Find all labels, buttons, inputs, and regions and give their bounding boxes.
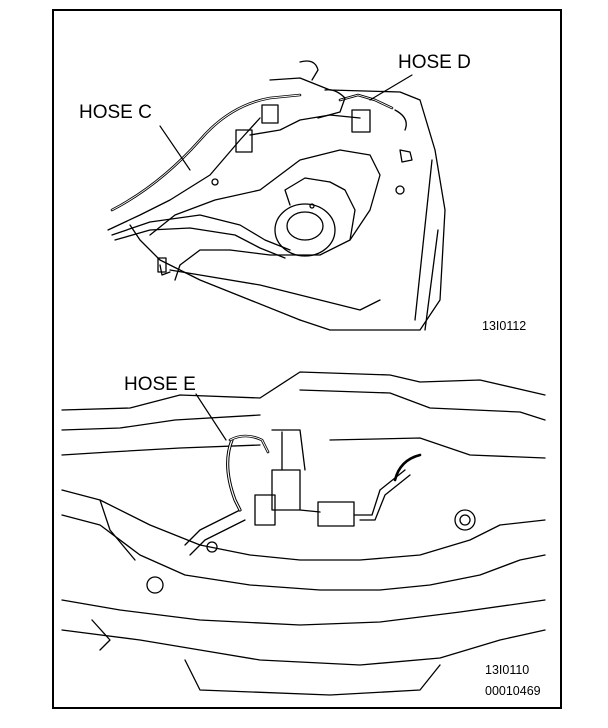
diagram-frame: [52, 9, 562, 709]
hose-e-label: HOSE E: [124, 374, 196, 395]
hose-d-label: HOSE D: [398, 52, 471, 73]
hose-c-label: HOSE C: [79, 102, 152, 123]
bottom-figure-code: 13I0110: [485, 663, 530, 677]
document-number: 00010469: [485, 684, 541, 698]
top-panel-illustration: [107, 60, 446, 331]
top-figure-code: 13I0112: [482, 319, 527, 333]
bottom-panel-illustration: [61, 371, 546, 696]
